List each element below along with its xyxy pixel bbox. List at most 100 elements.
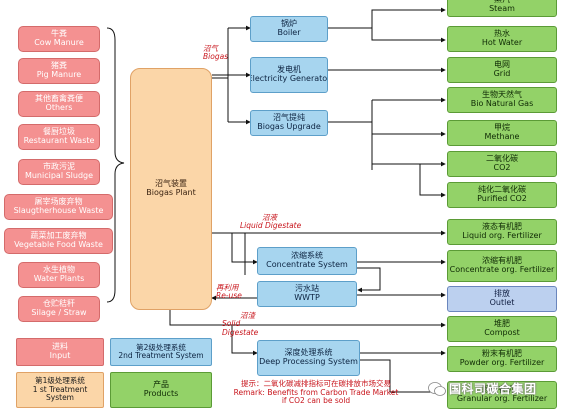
product-compost-en: Compost [484, 328, 520, 337]
input-vegetable-food-waste-zh: 蔬菜加工废弃物 [30, 231, 87, 241]
legend-first-treatment-zh: 第1级处理系统 [35, 376, 85, 386]
legend-first-treatment: 第1级处理系统 1 st Treatment System [16, 372, 104, 408]
product-granular-fertilizer-en: Granular org. Fertilizer [456, 394, 548, 403]
process-biogas-upgrade: 沼气提纯 Biogas Upgrade [250, 110, 328, 136]
product-steam-zh: 蒸汽 [494, 0, 510, 5]
label-reuse: 再利用 Re-use [216, 283, 242, 301]
process-wwtp-zh: 污水站 [295, 284, 319, 294]
product-steam-en: Steam [489, 3, 515, 13]
legend-input-en: Input [49, 351, 71, 360]
product-outlet: 排放 Outlet [447, 286, 557, 312]
process-concentrate-system-zh: 浓缩系统 [291, 251, 323, 261]
input-others-zh: 其他畜禽粪便 [35, 94, 83, 104]
input-slaughterhouse-waste-zh: 屠宰场废弃物 [34, 197, 83, 207]
product-bio-natural-gas-zh: 生物天然气 [482, 90, 522, 100]
biogas-plant-zh: 沼气装置 [155, 179, 187, 189]
label-biogas-zh: 沼气 [203, 44, 218, 53]
product-steam: 蒸汽 Steam [447, 0, 557, 17]
carbon-trade-remark-en2: if CO2 can be sold [281, 396, 351, 406]
process-wwtp-en: WWTP [294, 293, 320, 302]
product-co2-en: CO2 [493, 163, 511, 172]
label-biogas: 沼气 Biogas [203, 44, 228, 62]
label-reuse-zh: 再利用 [216, 283, 239, 292]
process-concentrate-system: 浓缩系统 Concentrate System [257, 247, 357, 275]
legend-products-en: Products [143, 389, 179, 398]
product-purified-co2-zh: 纯化二氧化碳 [478, 185, 526, 195]
watermark: 国科司碳合集团 [428, 380, 537, 397]
input-others-en: Others [45, 103, 73, 112]
input-silage-straw-zh: 仓贮秸秆 [43, 299, 75, 309]
product-powder-fertilizer-en: Powder org. Fertilizer [459, 358, 545, 367]
input-pig-manure-en: Pig Manure [36, 70, 82, 79]
process-deep-processing: 深度处理系统 Deep Processing System [257, 340, 360, 376]
product-purified-co2: 纯化二氧化碳 Purified CO2 [447, 182, 557, 208]
label-solid-digestate-en: Solid Digestate [222, 319, 259, 337]
process-biogas-upgrade-en: Biogas Upgrade [257, 122, 321, 131]
legend-first-treatment-en: 1 st Treatment System [32, 384, 88, 403]
product-co2-zh: 二氧化碳 [486, 154, 518, 164]
product-liquid-fertilizer-en: Liquid org. Fertilizer [462, 231, 542, 240]
process-biogas-upgrade-zh: 沼气提纯 [273, 113, 305, 123]
product-co2: 二氧化碳 CO2 [447, 151, 557, 177]
product-grid: 电网 Grid [447, 57, 557, 83]
process-generator-zh: 发电机 [277, 65, 301, 75]
legend-products: 产品 Products [110, 372, 212, 408]
carbon-trade-remark: 提示：二氧化碳减排指标可在碳排放市场交易 Remark: Benefits fr… [216, 379, 416, 406]
carbon-trade-remark-zh: 提示：二氧化碳减排指标可在碳排放市场交易 [241, 379, 391, 388]
process-generator-en: Electricity Generator [250, 74, 328, 83]
input-others: 其他畜禽粪便 Others [18, 91, 100, 117]
product-liquid-fertilizer: 液态有机肥 Liquid org. Fertilizer [447, 219, 557, 245]
product-methane-en: Methane [484, 132, 520, 141]
input-vegetable-food-waste-en: Vegetable Food Waste [14, 240, 103, 249]
label-solid-digestate: 沼渣 Solid Digestate [222, 311, 262, 337]
product-bio-natural-gas: 生物天然气 Bio Natural Gas [447, 87, 557, 113]
input-slaughterhouse-waste-en: Slaugtherhouse Waste [13, 206, 104, 215]
product-powder-fertilizer-zh: 粉末有机肥 [482, 349, 522, 359]
product-outlet-zh: 排放 [494, 289, 510, 299]
legend-input-zh: 进料 [52, 342, 68, 352]
input-pig-manure-zh: 猪粪 [51, 61, 67, 71]
legend-second-treatment: 第2级处理系统 2nd Treatment System [110, 338, 212, 366]
legend-second-treatment-zh: 第2级处理系统 [136, 342, 186, 352]
input-municipal-sludge: 市政污泥 Municipal Sludge [18, 159, 100, 185]
process-deep-processing-zh: 深度处理系统 [284, 348, 333, 358]
input-water-plants-zh: 水生植物 [43, 265, 75, 275]
product-grid-zh: 电网 [494, 60, 510, 70]
process-generator: 发电机 Electricity Generator [250, 57, 328, 93]
product-concentrate-fertilizer: 浓缩有机肥 Concentrate org. Fertilizer [447, 250, 557, 282]
input-water-plants-en: Water Plants [33, 274, 85, 283]
process-concentrate-system-en: Concentrate System [266, 260, 348, 269]
product-methane: 甲烷 Methane [447, 120, 557, 146]
input-water-plants: 水生植物 Water Plants [18, 262, 100, 288]
product-concentrate-fertilizer-en: Concentrate org. Fertilizer [449, 265, 555, 274]
input-municipal-sludge-zh: 市政污泥 [43, 162, 75, 172]
input-restaurant-waste-zh: 餐厨垃圾 [43, 127, 75, 137]
input-slaughterhouse-waste: 屠宰场废弃物 Slaugtherhouse Waste [4, 194, 113, 220]
process-boiler: 锅炉 Boiler [250, 16, 328, 42]
legend-input: 进料 Input [16, 338, 104, 366]
product-hot-water-en: Hot Water [481, 38, 523, 47]
product-powder-fertilizer: 粉末有机肥 Powder org. Fertilizer [447, 346, 557, 372]
label-solid-digestate-zh: 沼渣 [240, 311, 255, 320]
product-concentrate-fertilizer-zh: 浓缩有机肥 [482, 256, 522, 266]
product-hot-water: 热水 Hot Water [447, 26, 557, 52]
product-liquid-fertilizer-zh: 液态有机肥 [482, 222, 522, 232]
input-restaurant-waste: 餐厨垃圾 Restaurant Waste [18, 124, 100, 150]
process-wwtp: 污水站 WWTP [257, 281, 357, 307]
label-liquid-digestate-zh: 沼液 [262, 213, 277, 222]
label-reuse-en: Re-use [216, 291, 242, 301]
product-grid-en: Grid [493, 69, 511, 78]
label-liquid-digestate-en: Liquid Digestate [240, 221, 302, 231]
input-restaurant-waste-en: Restaurant Waste [23, 136, 95, 145]
product-granular-fertilizer-zh: 颗粒有机肥 [482, 385, 522, 395]
product-bio-natural-gas-en: Bio Natural Gas [470, 99, 534, 108]
input-cow-manure-zh: 牛粪 [51, 29, 67, 39]
input-vegetable-food-waste: 蔬菜加工废弃物 Vegetable Food Waste [4, 228, 113, 254]
input-silage-straw-en: Silage / Straw [31, 308, 87, 317]
carbon-trade-remark-en1: Remark: Benefits from Carbon Trade Marke… [233, 387, 399, 397]
input-silage-straw: 仓贮秸秆 Silage / Straw [18, 296, 100, 322]
product-hot-water-zh: 热水 [494, 29, 510, 39]
product-purified-co2-en: Purified CO2 [477, 194, 527, 203]
process-boiler-en: Boiler [277, 28, 301, 37]
